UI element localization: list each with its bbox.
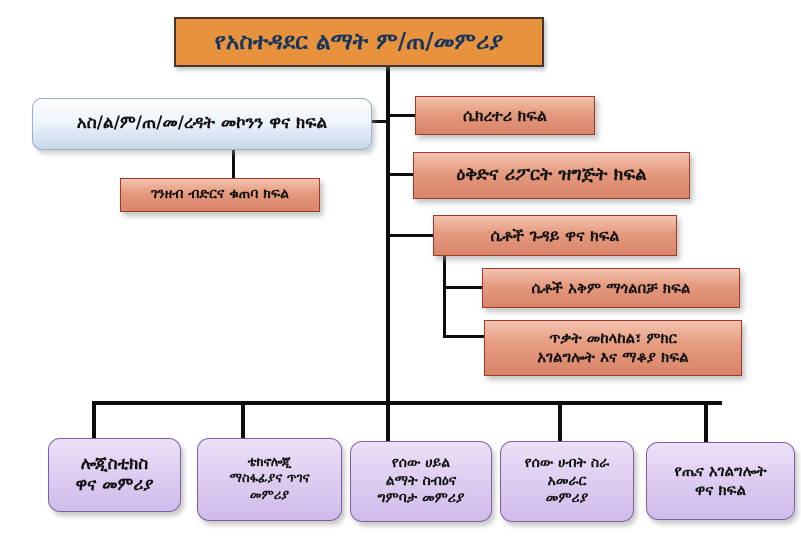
node-women-affairs: ሴቶች ጉዳይ ዋና ክፍል	[433, 215, 677, 256]
node-women-capacity: ሴቶች አቅም ማጎልበቻ ክፍል	[482, 268, 740, 308]
connector-assistant-stub	[371, 120, 387, 123]
connector-drop-hr-development	[386, 401, 390, 441]
node-hr-management: የሰው ሀብት ስራ አመራር መምሪያ	[500, 441, 634, 522]
connector-violence-stub	[443, 335, 485, 338]
node-hr-development: የሰው ሀይል ልማት ስብዕና ግምባታ መምሪያ	[350, 441, 492, 522]
connector-bottom-bus	[92, 401, 722, 405]
node-technology: ቴክኖሎጂ ማስፋፊያና ጥገና መምሪያ	[197, 438, 342, 521]
node-title: የአስተዳደር ልማት ም/ጠ/መምሪያ	[174, 17, 544, 67]
node-assistant-officer: አስ/ል/ም/ጠ/መ/ረዳት መኮንን ዋና ክፍል	[32, 98, 372, 150]
connector-women-sub-down	[443, 255, 446, 338]
node-health: የጤና አገልግሎት ዋና ክፍል	[646, 442, 795, 520]
node-violence-counsel: ጥቃት መከላከል፣ ምክር አገልግሎት እና ማቆያ ክፍል	[484, 320, 742, 376]
connector-trunk	[386, 66, 390, 403]
connector-assistant-down	[232, 149, 235, 179]
connector-drop-logistics	[92, 401, 96, 438]
connector-drop-hr-management	[558, 401, 562, 441]
node-secretary: ሴክረተሪ ክፍል	[415, 96, 595, 135]
node-logistics: ሎጂስቲክስ ዋና መምሪያ	[48, 438, 181, 512]
node-finance: ገንዘብ ብድርና ቁጠባ ክፍል	[120, 178, 320, 212]
connector-drop-health	[704, 401, 708, 442]
connector-women-stub	[390, 234, 434, 237]
connector-women-capacity-stub	[443, 286, 483, 289]
connector-drop-technology	[241, 401, 245, 438]
connector-plan-stub	[390, 173, 414, 176]
node-plan-report: ዕቅድና ሪፖርት ዝግጅት ክፍል	[413, 152, 690, 199]
connector-secretary-stub	[390, 114, 416, 117]
